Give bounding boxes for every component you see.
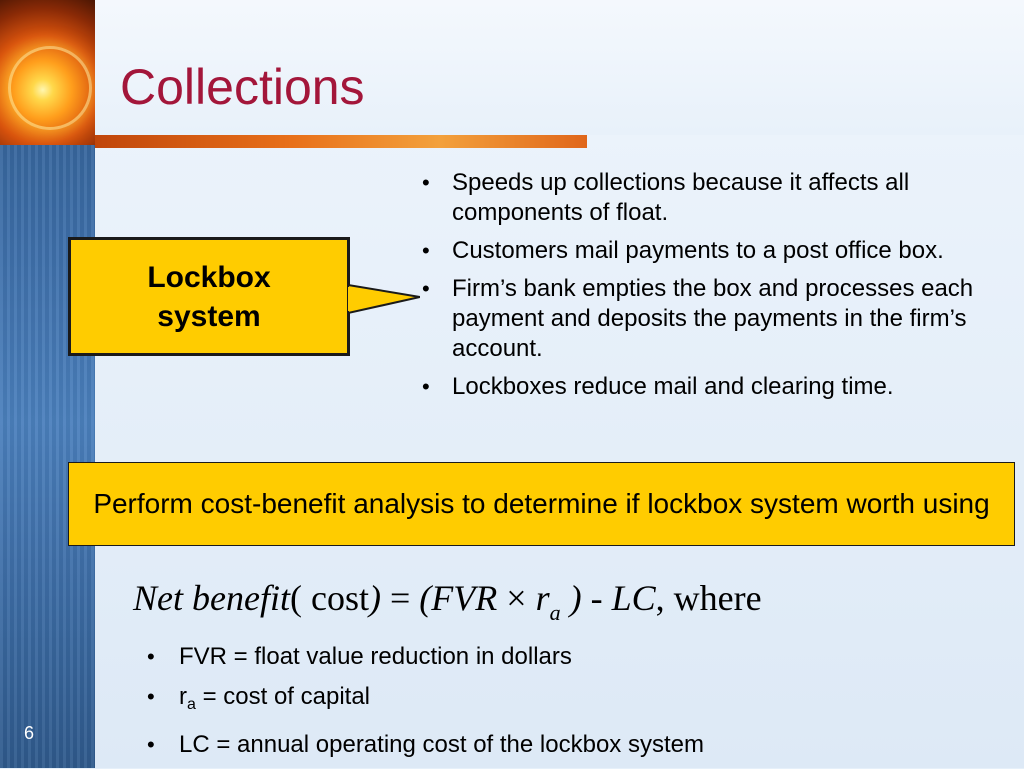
title-band [95,0,1024,135]
formula-lhs: Net benefit [133,578,290,618]
definition-r: r [179,683,187,710]
list-item: ra = cost of capital [145,681,1005,721]
formula-open-paren: ( [289,578,311,618]
slide-title: Collections [120,59,365,115]
list-item: Speeds up collections because it affects… [420,168,1010,228]
formula-fvr: (FVR [419,578,498,618]
formula-rhs-close: ) [560,578,582,618]
cost-benefit-highlight: Perform cost-benefit analysis to determi… [68,462,1015,546]
formula-times: × [497,578,536,618]
list-item: Lockboxes reduce mail and clearing time. [420,372,1010,402]
formula-where: , where [655,578,762,618]
formula-minus-lc: - LC [581,578,656,618]
formula-cost-word: cost [310,578,369,618]
definition-r-subscript: a [187,696,196,713]
list-item: FVR = float value reduction in dollars [145,641,1005,673]
formula-r: r [535,578,550,618]
net-benefit-formula: Net benefit( cost) = (FVR × ra ) - LC, w… [133,580,933,630]
formula-equals: = [380,578,420,618]
page-number: 6 [24,723,35,743]
formula-close-paren: ) [368,578,381,618]
definition-r-text: = cost of capital [195,683,370,710]
sun-ring [8,46,92,130]
formula-r-subscript: a [549,600,561,625]
list-item: Firm’s bank empties the box and processe… [420,274,1010,364]
list-item: Customers mail payments to a post office… [420,236,1010,266]
lockbox-callout: Lockbox system [68,237,350,356]
sidebar-decoration [0,0,95,768]
sun-graphic [0,0,95,145]
list-item: LC = annual operating cost of the lockbo… [145,729,1005,761]
formula-definitions-list: FVR = float value reduction in dollars r… [145,641,1005,769]
lockbox-bullet-list: Speeds up collections because it affects… [420,168,1010,410]
callout-line-2: system [157,299,261,333]
callout-pointer-icon [348,284,420,314]
title-underline-bar [95,135,587,148]
callout-line-1: Lockbox [147,260,271,294]
